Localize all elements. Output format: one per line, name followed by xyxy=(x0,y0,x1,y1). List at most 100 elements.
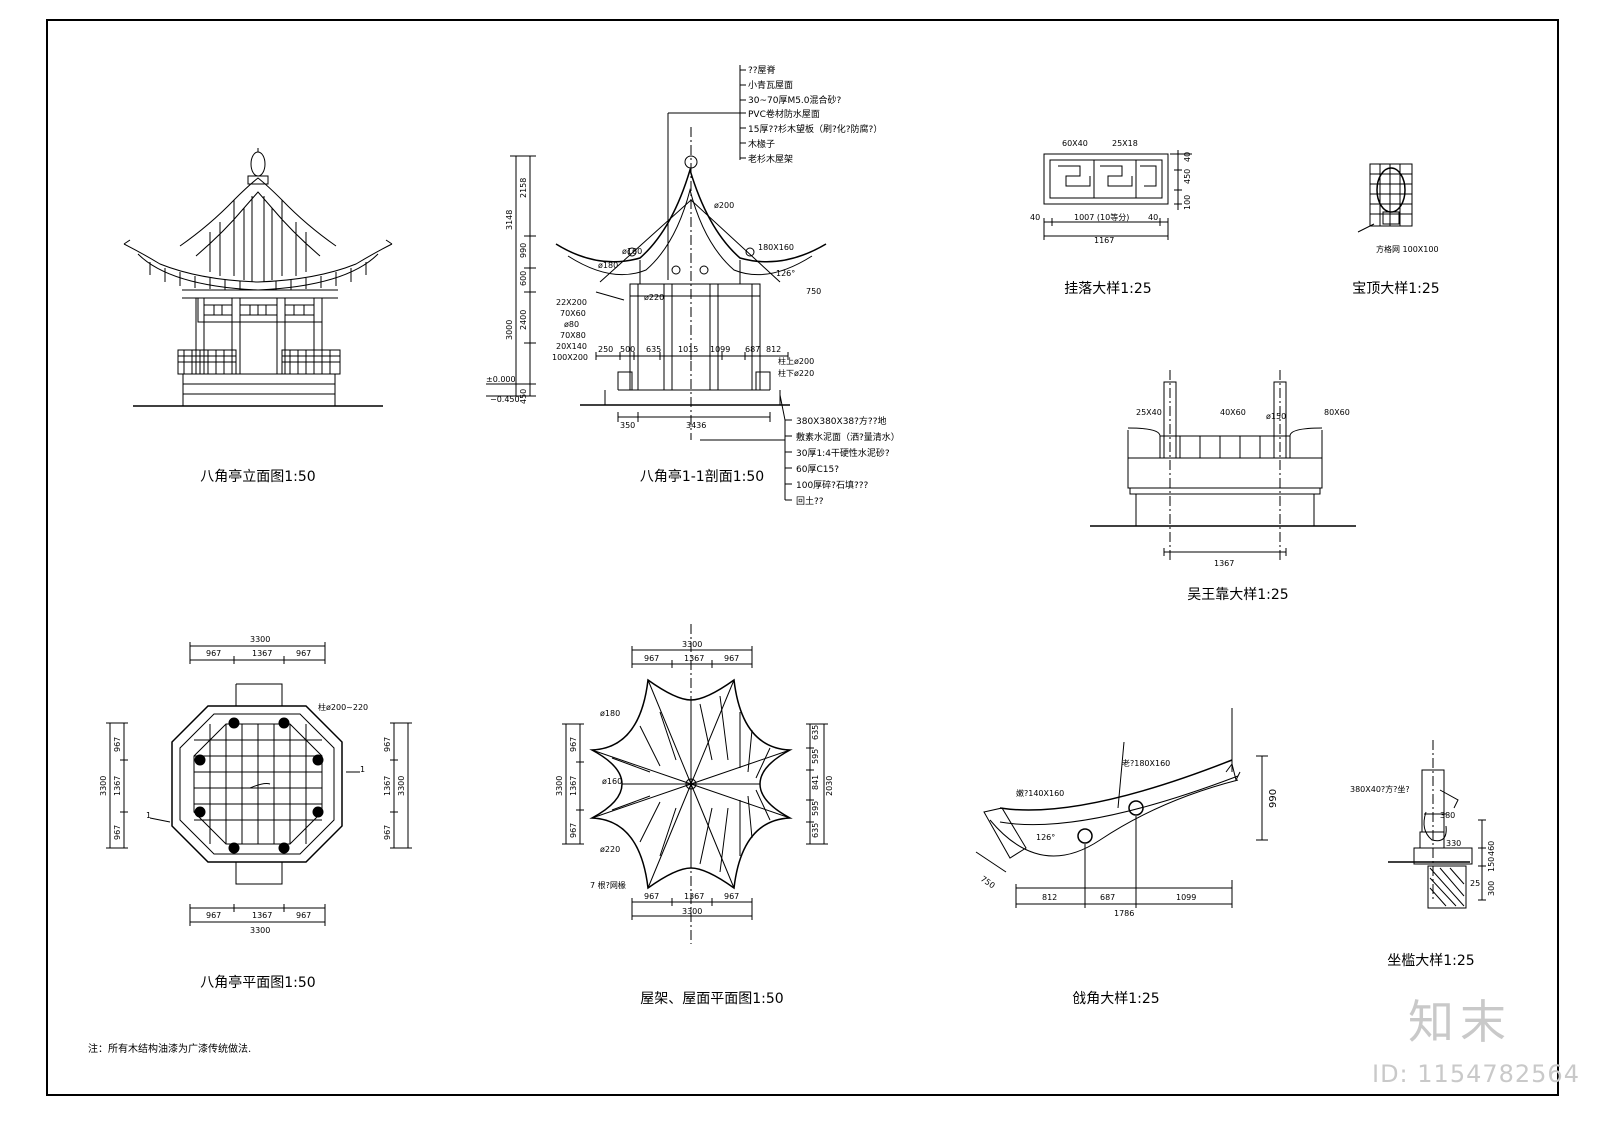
watermark-id: ID: 1154782564 xyxy=(1372,1060,1580,1088)
svg-text:967: 967 xyxy=(206,911,221,920)
svg-text:967: 967 xyxy=(113,737,122,752)
svg-text:柱ø200~220: 柱ø200~220 xyxy=(318,702,368,712)
svg-text:967: 967 xyxy=(569,737,578,752)
svg-text:3300: 3300 xyxy=(682,907,702,916)
wuwangkao-dimension-text: 25X40 40X60 ø150 80X60 1367 xyxy=(1136,408,1350,568)
svg-text:967: 967 xyxy=(644,654,659,663)
svg-text:1367: 1367 xyxy=(113,776,122,796)
svg-text:回土??: 回土?? xyxy=(796,495,824,507)
svg-text:1367: 1367 xyxy=(684,892,704,901)
svg-text:20X140: 20X140 xyxy=(556,342,587,351)
svg-text:ø180: ø180 xyxy=(598,261,618,270)
svg-text:100X200: 100X200 xyxy=(552,353,588,362)
svg-text:967: 967 xyxy=(296,911,311,920)
caption-section: 八角亭1-1剖面1:50 xyxy=(639,469,765,485)
svg-text:635: 635 xyxy=(811,823,820,838)
section-roof-material-labels: ??屋脊 小青瓦屋面 30~70厚M5.0混合砂? PVC卷材防水屋面 15厚?… xyxy=(748,64,882,165)
svg-text:25X40: 25X40 xyxy=(1136,408,1162,417)
general-note: 注：所有木结构油漆为广漆传统做法. xyxy=(88,1044,252,1055)
svg-text:300: 300 xyxy=(1487,881,1496,896)
zuojian-detail xyxy=(1388,740,1486,909)
svg-text:22X200: 22X200 xyxy=(556,298,587,307)
svg-text:967: 967 xyxy=(113,825,122,840)
svg-text:967: 967 xyxy=(644,892,659,901)
caption-elevation: 八角亭立面图1:50 xyxy=(200,469,316,485)
svg-text:ø160: ø160 xyxy=(602,777,622,786)
svg-text:40: 40 xyxy=(1148,213,1158,222)
svg-text:595: 595 xyxy=(811,801,820,816)
svg-text:967: 967 xyxy=(206,649,221,658)
svg-text:126°: 126° xyxy=(776,269,795,278)
svg-text:450: 450 xyxy=(1183,169,1192,184)
svg-text:PVC卷材防水屋面: PVC卷材防水屋面 xyxy=(748,108,820,120)
svg-text:40X60: 40X60 xyxy=(1220,408,1246,417)
qiangjiao-detail xyxy=(975,708,1268,908)
svg-text:967: 967 xyxy=(724,654,739,663)
watermark-brand: 知末 xyxy=(1408,995,1512,1049)
svg-text:小青瓦屋面: 小青瓦屋面 xyxy=(748,79,793,91)
svg-text:木椽子: 木椽子 xyxy=(748,138,775,150)
svg-text:150: 150 xyxy=(1487,857,1496,872)
svg-text:750: 750 xyxy=(806,287,821,296)
svg-text:841: 841 xyxy=(811,775,820,790)
svg-text:老?180X160: 老?180X160 xyxy=(1122,758,1170,768)
svg-text:柱下ø220: 柱下ø220 xyxy=(778,368,814,378)
svg-text:30~70厚M5.0混合砂?: 30~70厚M5.0混合砂? xyxy=(748,94,842,106)
svg-text:1167: 1167 xyxy=(1094,236,1114,245)
caption-gualuo: 挂落大样1:25 xyxy=(1064,281,1152,297)
svg-text:敷素水泥面（洒?量清水）: 敷素水泥面（洒?量清水） xyxy=(796,431,900,443)
svg-text:1: 1 xyxy=(146,811,151,820)
svg-text:3300: 3300 xyxy=(397,776,406,796)
pavilion-floor-plan xyxy=(106,642,412,926)
section-dimension-text: 3148 2158 990 600 3000 2400 450 ±0.000 −… xyxy=(486,178,821,430)
svg-text:450: 450 xyxy=(519,389,528,404)
svg-text:70X80: 70X80 xyxy=(560,331,586,340)
caption-wuwangkao: 吴王靠大样1:25 xyxy=(1187,587,1289,603)
svg-text:1099: 1099 xyxy=(710,345,730,354)
svg-text:1015: 1015 xyxy=(678,345,698,354)
svg-text:967: 967 xyxy=(383,737,392,752)
caption-zuojian: 坐槛大样1:25 xyxy=(1387,953,1475,969)
svg-text:60厚C15?: 60厚C15? xyxy=(796,464,839,475)
svg-text:990: 990 xyxy=(519,243,528,258)
svg-text:ø160: ø160 xyxy=(622,247,642,256)
svg-text:ø80: ø80 xyxy=(564,320,579,329)
plan-dimension-text: 3300 967 1367 967 967 1367 967 3300 3300… xyxy=(99,635,406,935)
svg-text:ø220: ø220 xyxy=(644,293,664,302)
svg-text:1367: 1367 xyxy=(569,776,578,796)
svg-text:1099: 1099 xyxy=(1176,893,1196,902)
svg-text:595: 595 xyxy=(811,749,820,764)
svg-text:460: 460 xyxy=(1487,841,1496,856)
gualuo-detail xyxy=(1043,150,1192,240)
svg-text:70X60: 70X60 xyxy=(560,309,586,318)
svg-text:1786: 1786 xyxy=(1114,909,1134,918)
svg-text:25: 25 xyxy=(1470,879,1480,888)
svg-text:350: 350 xyxy=(620,421,635,430)
svg-text:967: 967 xyxy=(569,823,578,838)
caption-plan: 八角亭平面图1:50 xyxy=(200,975,316,991)
svg-text:3148: 3148 xyxy=(505,210,514,230)
svg-text:380X380X38?方??地: 380X380X38?方??地 xyxy=(796,415,886,427)
svg-text:ø150: ø150 xyxy=(1266,412,1286,421)
svg-text:ø200: ø200 xyxy=(714,201,734,210)
svg-text:2030: 2030 xyxy=(825,776,834,796)
baoding-grid-label: 方格网 100X100 xyxy=(1376,244,1439,254)
svg-text:3300: 3300 xyxy=(250,635,270,644)
svg-text:500: 500 xyxy=(620,345,635,354)
svg-text:126°: 126° xyxy=(1036,833,1055,842)
svg-text:40: 40 xyxy=(1183,152,1192,162)
svg-text:330: 330 xyxy=(1446,839,1461,848)
svg-text:180X160: 180X160 xyxy=(758,243,794,252)
svg-text:812: 812 xyxy=(766,345,781,354)
svg-text:15厚??杉木望板（刷?化?防腐?）: 15厚??杉木望板（刷?化?防腐?） xyxy=(748,123,882,135)
section-floor-material-labels: 380X380X38?方??地 敷素水泥面（洒?量清水） 30厚1:4干硬性水泥… xyxy=(796,415,900,507)
svg-text:967: 967 xyxy=(724,892,739,901)
svg-text:635: 635 xyxy=(811,725,820,740)
svg-text:7 根?网椽: 7 根?网椽 xyxy=(590,880,626,890)
svg-text:±0.000: ±0.000 xyxy=(486,375,516,384)
qiangjiao-dimension-text: 嫩?140X160 老?180X160 126° 750 812 687 109… xyxy=(979,758,1279,918)
svg-text:3300: 3300 xyxy=(555,776,564,796)
pavilion-elevation xyxy=(123,148,393,407)
wuwangkao-detail xyxy=(1090,370,1356,560)
svg-text:??屋脊: ??屋脊 xyxy=(748,64,776,76)
